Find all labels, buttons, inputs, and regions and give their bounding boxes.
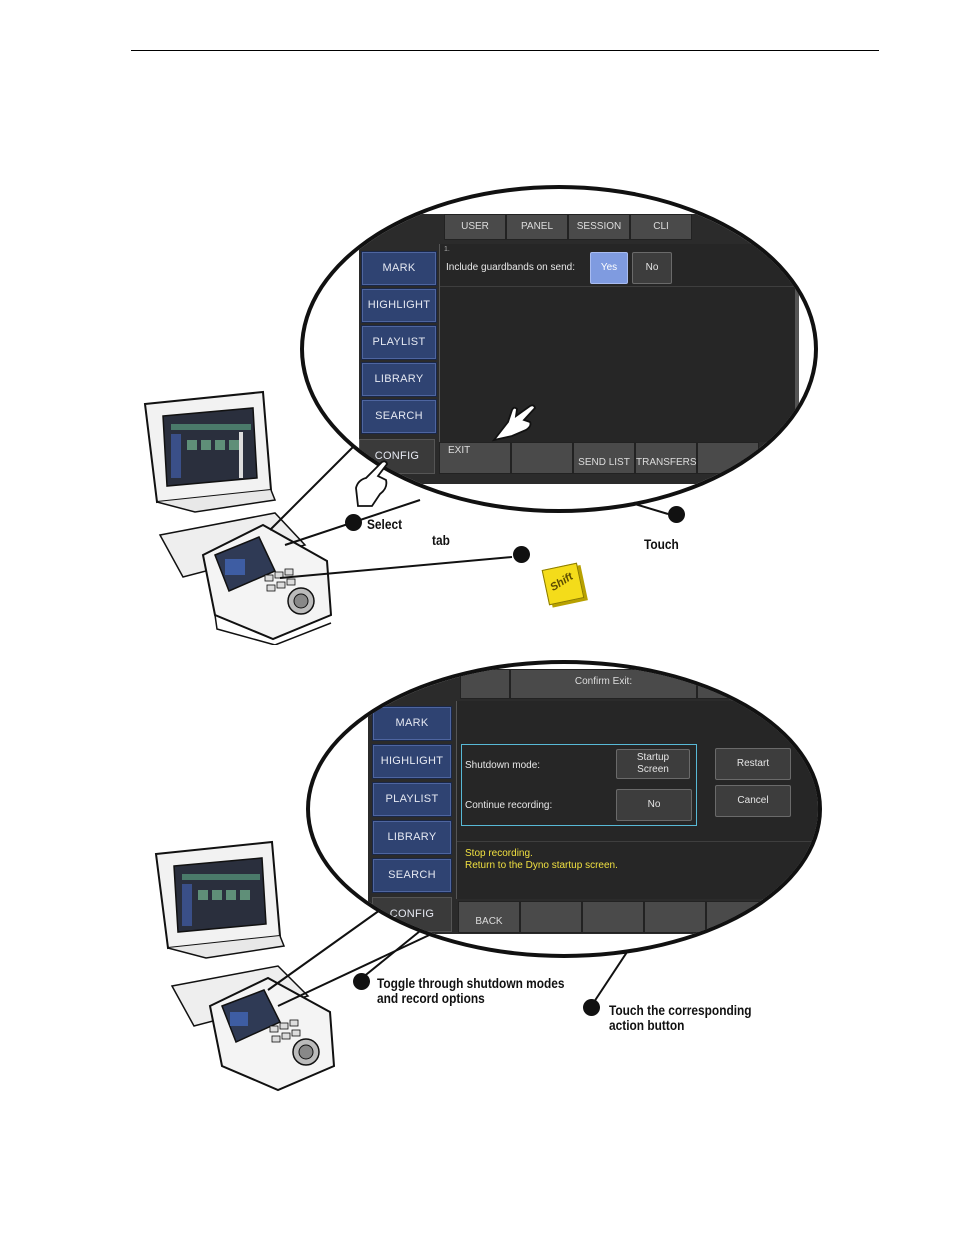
monitor-illustration — [143, 390, 277, 513]
side-library[interactable]: LIBRARY — [372, 820, 452, 855]
step-marker — [345, 514, 362, 531]
send-list-button[interactable]: SEND LIST — [573, 442, 635, 474]
callout-tab: tab — [432, 532, 450, 548]
header-blank-2 — [697, 669, 818, 699]
no-button[interactable]: No — [632, 252, 672, 284]
restart-button[interactable]: Restart — [715, 748, 791, 780]
side-search[interactable]: SEARCH — [361, 399, 437, 434]
shutdown-mode-label: Shutdown mode: — [465, 760, 541, 771]
header-blank-1 — [460, 669, 510, 699]
header-rule — [131, 50, 879, 51]
cancel-button[interactable]: Cancel — [715, 785, 791, 817]
side-mark[interactable]: MARK — [361, 251, 437, 286]
shutdown-mode-button[interactable]: Startup Screen — [616, 749, 690, 779]
controller-illustration — [170, 965, 336, 1092]
blank-button-4[interactable] — [706, 901, 768, 933]
status-line-2: Return to the Dyno startup screen. — [465, 860, 618, 871]
settings-panel: 1. Include guardbands on send: Yes No — [439, 244, 799, 442]
divider — [440, 286, 795, 287]
controller-illustration — [158, 512, 333, 645]
callout-action-1: Touch the corresponding — [609, 1002, 752, 1018]
side-playlist[interactable]: PLAYLIST — [361, 325, 437, 360]
config-screen: USER PANEL SESSION CLI MARK HIGHLIGHT PL… — [359, 214, 799, 484]
blank-button-1[interactable] — [511, 442, 573, 474]
side-highlight[interactable]: HIGHLIGHT — [372, 744, 452, 779]
blank-button-2[interactable] — [697, 442, 759, 474]
side-search[interactable]: SEARCH — [372, 858, 452, 893]
blank-button-1[interactable] — [520, 901, 582, 933]
transfers-button[interactable]: TRANSFERS — [635, 442, 697, 474]
tab-panel[interactable]: PANEL — [506, 214, 568, 240]
side-config[interactable]: CONFIG — [372, 897, 452, 932]
confirm-exit-screen: Confirm Exit: MARK HIGHLIGHT PLAYLIST LI… — [368, 669, 818, 934]
callout-touch: Touch — [644, 536, 679, 552]
side-config[interactable]: CONFIG — [359, 439, 435, 474]
side-library[interactable]: LIBRARY — [361, 362, 437, 397]
divider — [457, 841, 818, 842]
zoom-callout-top: USER PANEL SESSION CLI MARK HIGHLIGHT PL… — [300, 185, 818, 513]
monitor-illustration — [154, 840, 286, 959]
yes-button[interactable]: Yes — [590, 252, 628, 284]
confirm-exit-title: Confirm Exit: — [510, 669, 697, 699]
back-button[interactable]: BACK — [458, 901, 520, 933]
hand-pointer-icon — [491, 404, 536, 442]
callout-toggle-2: and record options — [377, 990, 485, 1006]
blank-button-3[interactable] — [644, 901, 706, 933]
shutdown-value-line2: Screen — [637, 764, 669, 775]
tab-session[interactable]: SESSION — [568, 214, 630, 240]
status-line-1: Stop recording. — [465, 848, 533, 859]
callout-toggle-1: Toggle through shutdown modes — [377, 975, 565, 991]
shutdown-value-line1: Startup — [636, 752, 670, 763]
confirm-panel: Shutdown mode: Startup Screen Continue r… — [456, 701, 818, 899]
callout-select: Select — [367, 516, 403, 532]
blank-button-2[interactable] — [582, 901, 644, 933]
step-marker — [353, 973, 370, 990]
side-highlight[interactable]: HIGHLIGHT — [361, 288, 437, 323]
row-number: 1. — [444, 246, 450, 253]
side-playlist[interactable]: PLAYLIST — [372, 782, 452, 817]
continue-recording-button[interactable]: No — [616, 789, 692, 821]
step-marker — [668, 506, 685, 523]
callout-action-2: action button — [609, 1017, 685, 1033]
side-mark[interactable]: MARK — [372, 706, 452, 741]
exit-button[interactable]: EXIT — [439, 442, 511, 474]
tab-user[interactable]: USER — [444, 214, 506, 240]
hand-pointer-icon — [355, 460, 388, 507]
zoom-callout-bottom: Confirm Exit: MARK HIGHLIGHT PLAYLIST LI… — [306, 660, 822, 958]
guardbands-label: Include guardbands on send: — [446, 262, 575, 273]
continue-recording-label: Continue recording: — [465, 800, 553, 811]
tab-clips[interactable]: CLI — [630, 214, 692, 240]
step-marker — [513, 546, 530, 563]
options-group: Shutdown mode: Startup Screen Continue r… — [461, 744, 697, 826]
step-marker — [583, 999, 600, 1016]
